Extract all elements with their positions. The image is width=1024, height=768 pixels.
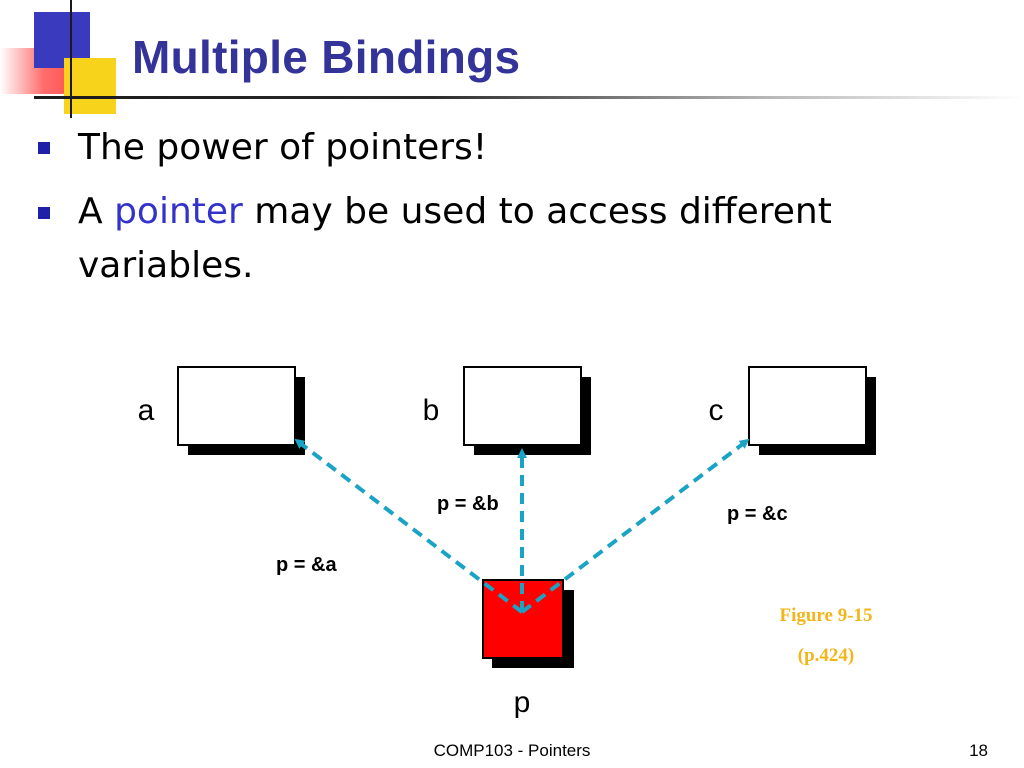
figure-caption: Figure 9-15 [779, 605, 872, 626]
variable-b-label: b [423, 394, 440, 427]
bullet-2-segment: A [78, 191, 115, 232]
pointer-p-label: p [514, 686, 531, 719]
logo-yellow-square [64, 58, 116, 114]
assignment-label-c: p = &c [727, 503, 788, 525]
assignment-label-b: p = &b [437, 493, 499, 515]
variable-a-label: a [138, 394, 155, 427]
arrow-p-to-a [294, 438, 524, 614]
arrow-p-to-c [520, 438, 750, 614]
variable-c-box [748, 366, 867, 446]
logo-vertical-line [70, 0, 72, 118]
title-underline [34, 96, 1024, 99]
variable-b-box [463, 366, 582, 446]
bullet-icon [38, 142, 50, 154]
bullet-icon [38, 207, 50, 219]
page-number: 18 [969, 741, 988, 760]
bullet-2-segment: may be used to access different [242, 191, 832, 232]
bullet-text-2-continuation: variables. [78, 245, 254, 286]
bullet-2-highlight: pointer [114, 191, 243, 232]
footer-text: COMP103 - Pointers [433, 741, 591, 760]
bullet-text-2: A pointer may be used to access differen… [78, 184, 832, 240]
assignment-label-a: p = &a [276, 554, 337, 576]
variable-a-box [177, 366, 296, 446]
variable-c-label: c [709, 394, 724, 427]
figure-page-reference: (p.424) [798, 645, 854, 666]
bullet-text-1: The power of pointers! [78, 120, 487, 176]
bullet-1-segment: The power of pointers! [78, 127, 488, 168]
slide-title: Multiple Bindings [132, 31, 521, 83]
pointer-p-box [482, 579, 564, 659]
